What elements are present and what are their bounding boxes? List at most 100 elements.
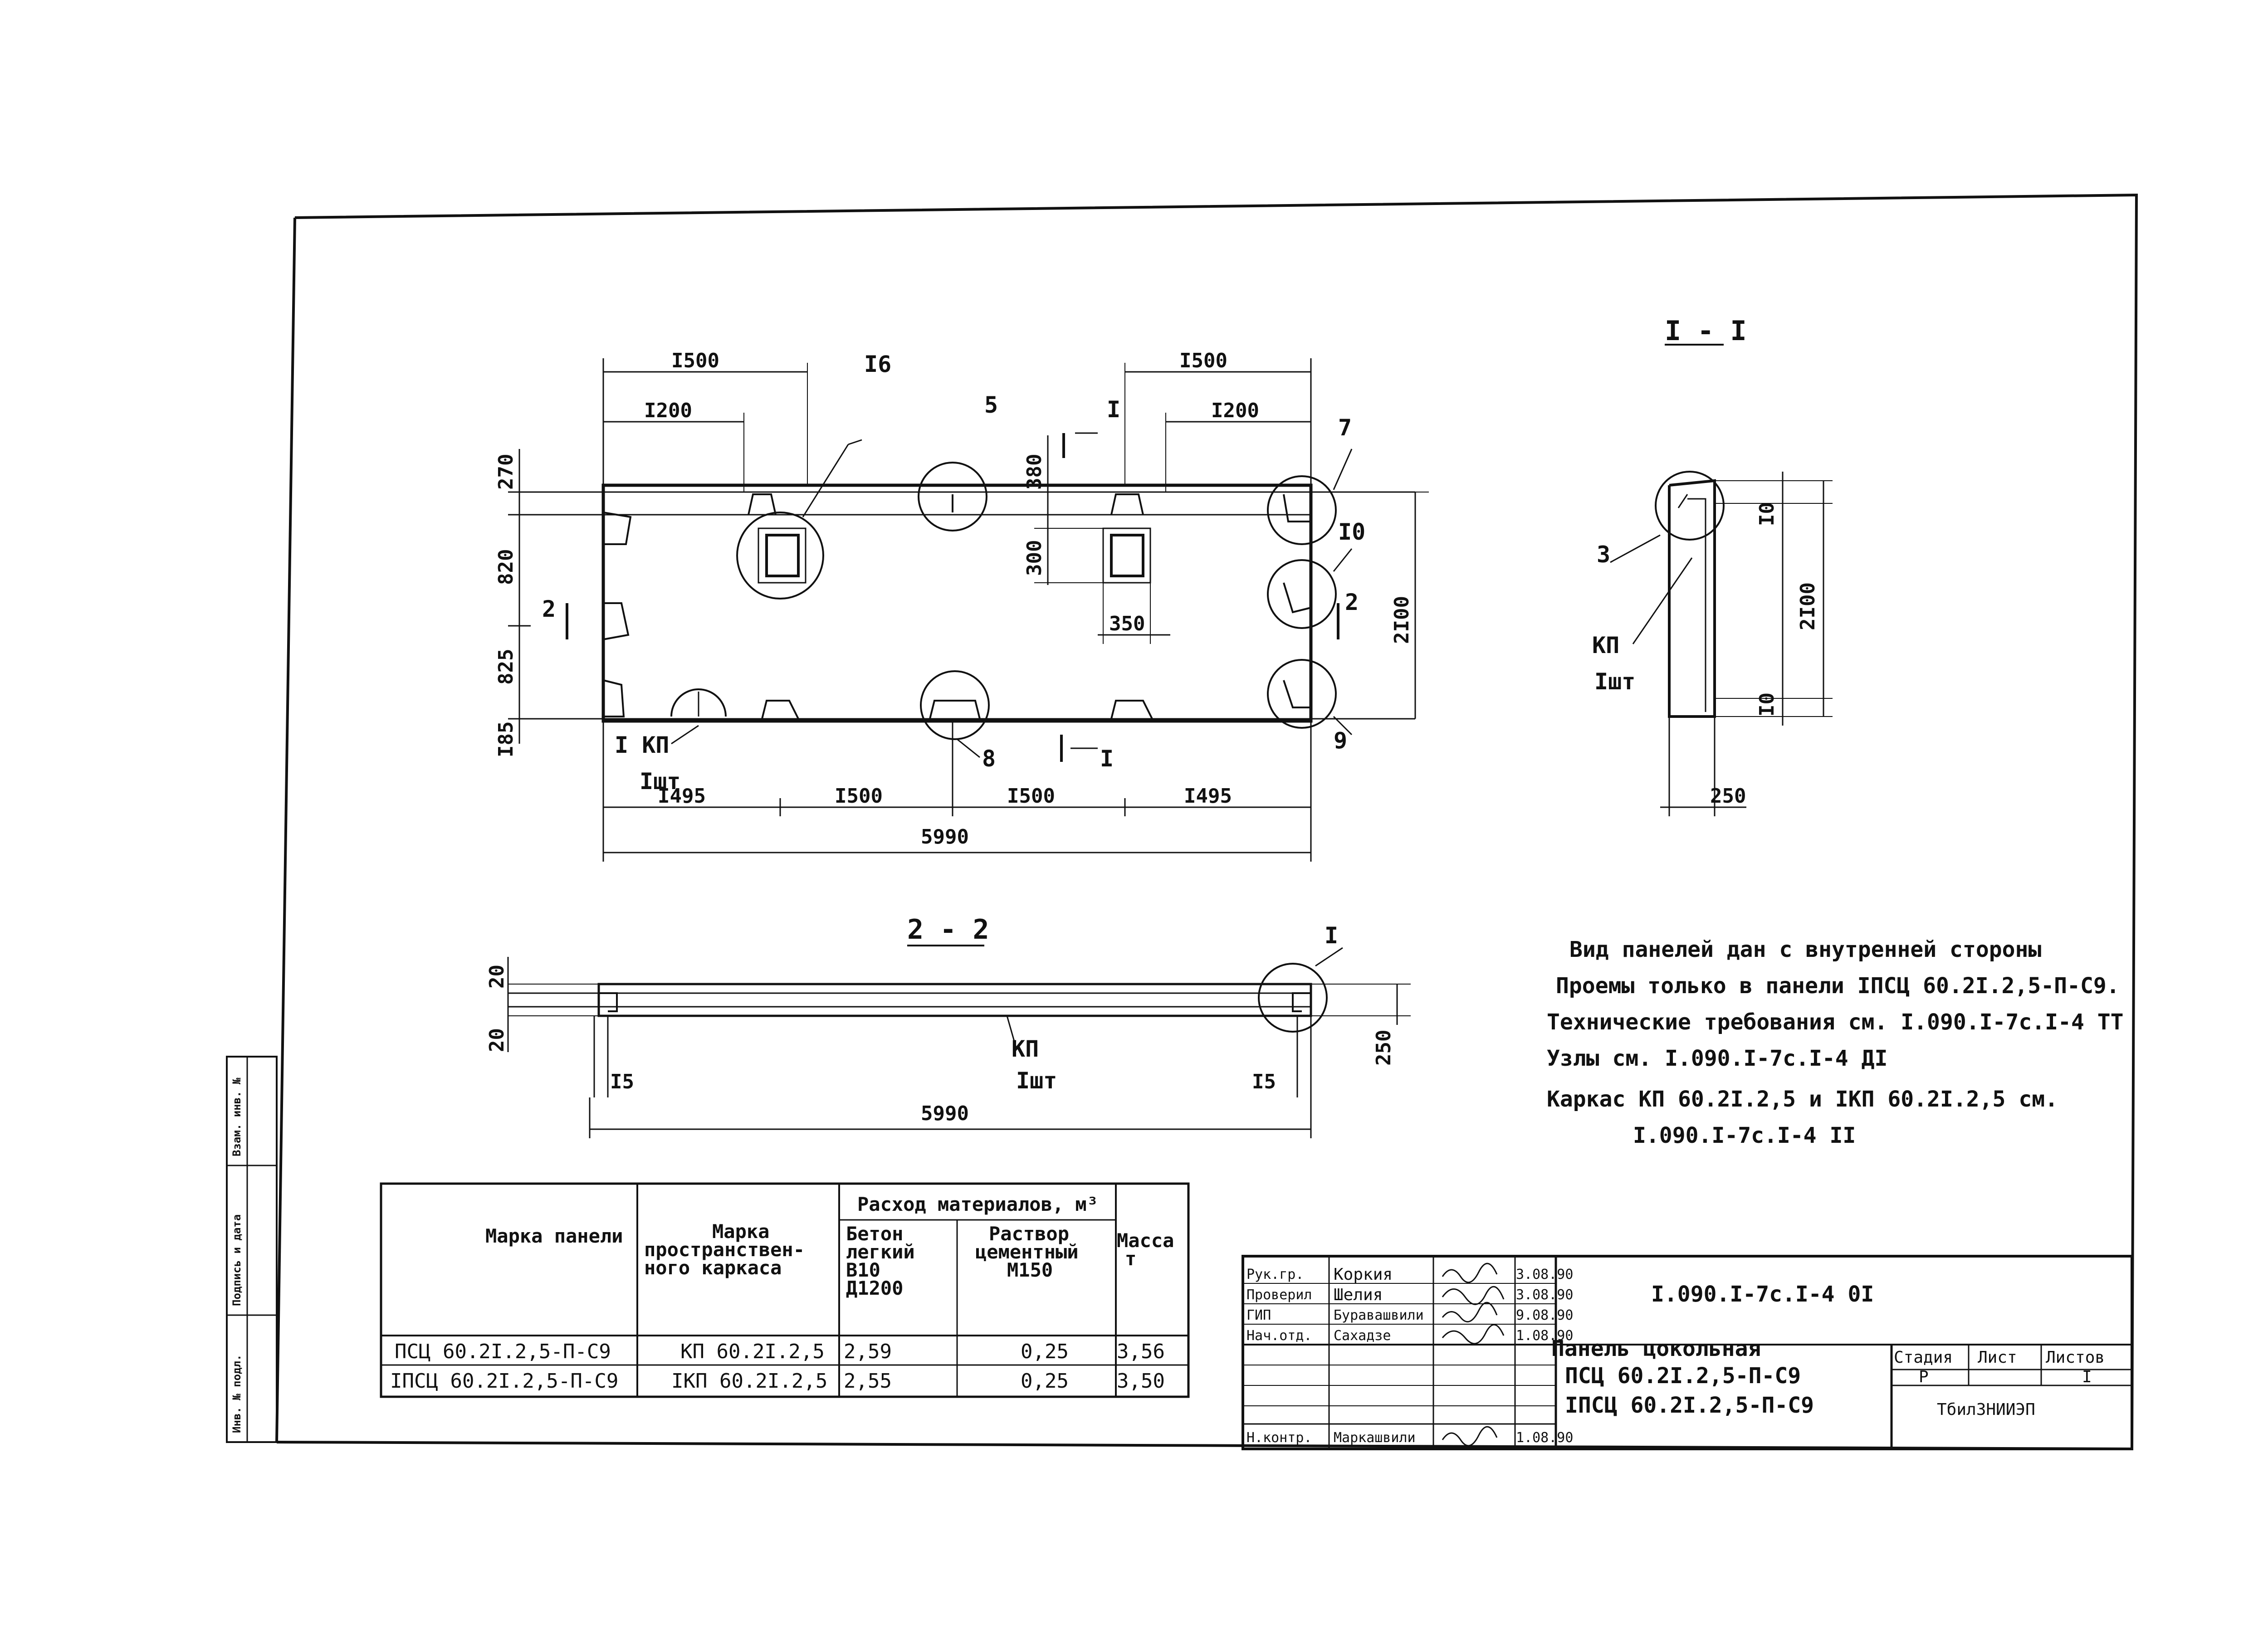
plan-view	[508, 358, 1429, 862]
signature-1	[1442, 1263, 1498, 1283]
section-2-2-kp: КП	[1012, 1036, 1039, 1062]
role-2: Проверил	[1246, 1287, 1312, 1303]
th-mass-1: Масса	[1117, 1229, 1174, 1252]
stage-value: Р	[1919, 1368, 1929, 1386]
drawing-code: I.090.I-7с.I-4 0I	[1651, 1282, 1874, 1307]
materials-table-text: Марка панели Марка пространствен- ного к…	[390, 1193, 1174, 1393]
date-4: 1.08.90	[1516, 1328, 1573, 1344]
dim-350: 350	[1109, 612, 1145, 635]
sheets-value: I	[2082, 1368, 2092, 1386]
table-row-1-mortar: 0,25	[1021, 1340, 1069, 1363]
stage-label: Стадия	[1894, 1348, 1953, 1367]
section-1-1	[1610, 344, 1833, 816]
role-7: Н.контр.	[1246, 1430, 1312, 1446]
frame-mark-plan: I КП	[615, 732, 669, 758]
table-row-1-concrete: 2,59	[844, 1340, 892, 1363]
section-1-1-d2100: 2I00	[1796, 582, 1819, 630]
dim-1500-left: I500	[671, 349, 719, 372]
note-6: I.090.I-7с.I-4 II	[1633, 1123, 1856, 1148]
plan-dimensions: I500 I200 I500 I200 270 820 825 I85 380 …	[494, 349, 1413, 848]
th-concrete-3: В10	[846, 1259, 880, 1281]
section-2-2-d250: 250	[1372, 1030, 1395, 1066]
cut-1-top: I	[1107, 396, 1120, 423]
th-frame-mark-2: пространствен-	[644, 1238, 805, 1261]
date-7: 1.08.90	[1516, 1430, 1573, 1446]
frame-sub-plan: Iшт	[640, 768, 680, 795]
section-2-2-sub: Iшт	[1016, 1068, 1057, 1094]
organization: ТбилЗНИИЭП	[1937, 1400, 2035, 1419]
sheet-label: Лист	[1978, 1348, 2017, 1367]
title-block-text: Рук.гр. Проверил ГИП Нач.отд. Н.контр. К…	[1246, 1263, 2105, 1447]
signature-3	[1442, 1302, 1498, 1322]
section-2-2-d5990: 5990	[921, 1102, 969, 1125]
th-mortar-3: М150	[1007, 1259, 1053, 1281]
side-stamp-sign: Подпись и дата	[230, 1214, 243, 1306]
section-2-2-d15-right: I5	[1252, 1070, 1276, 1093]
section-2-2-d20-top: 20	[485, 965, 508, 989]
th-mortar-1: Раствор	[989, 1223, 1069, 1245]
callout-16: I6	[864, 351, 891, 377]
notes: Вид панелей дан с внутренней стороны Про…	[1547, 937, 2124, 1148]
callout-5: 5	[984, 392, 998, 418]
table-row-2-frame: IКП 60.2I.2,5	[671, 1370, 827, 1393]
th-mortar-2: цементный	[975, 1241, 1079, 1263]
th-materials: Расход материалов, м³	[857, 1193, 1098, 1215]
section-1-1-sub: Iшт	[1594, 668, 1635, 695]
dim-1500-right: I500	[1179, 349, 1227, 372]
signature-2	[1442, 1286, 1505, 1305]
dim-2100-plan: 2I00	[1390, 596, 1413, 644]
callout-8: 8	[982, 746, 996, 772]
signature-4	[1442, 1324, 1505, 1345]
name-2: Шелия	[1334, 1286, 1383, 1304]
role-3: ГИП	[1246, 1307, 1271, 1323]
materials-table	[380, 1182, 1190, 1398]
note-4: Узлы см. I.090.I-7с.I-4 ДI	[1547, 1046, 1887, 1071]
section-2-2-labels: 2 - 2 I 20 20 250 I5 I5 КП Iшт 5990	[485, 914, 1395, 1125]
th-frame-mark-3: ного каркаса	[644, 1257, 782, 1279]
side-stamp-repl: Взам. инв. №	[230, 1077, 243, 1156]
cut-1-bottom: I	[1100, 746, 1114, 772]
th-concrete-1: Бетон	[846, 1223, 903, 1245]
section-1-1-callout-3: 3	[1597, 541, 1610, 568]
callout-10: I0	[1338, 519, 1365, 545]
cut-2-left: 2	[542, 596, 556, 622]
th-concrete-4: Д1200	[846, 1277, 903, 1299]
callout-7: 7	[1338, 414, 1352, 441]
table-row-1-panel: ПСЦ 60.2I.2,5-П-С9	[395, 1340, 611, 1363]
table-row-1-frame: КП 60.2I.2,5	[680, 1340, 825, 1363]
product-name-2: ПСЦ 60.2I.2,5-П-С9	[1565, 1363, 1801, 1389]
dim-300: 300	[1023, 540, 1046, 576]
table-row-2-concrete: 2,55	[844, 1370, 892, 1393]
note-1: Вид панелей дан с внутренней стороны	[1569, 937, 2041, 962]
product-name-1: Панель цокольная	[1551, 1336, 1761, 1361]
dim-1200-left: I200	[644, 399, 692, 422]
dim-1200-right: I200	[1211, 399, 1259, 422]
role-1: Рук.гр.	[1246, 1267, 1304, 1282]
signature-7	[1442, 1426, 1498, 1447]
section-2-2-d15-left: I5	[610, 1070, 634, 1093]
product-name-3: IПСЦ 60.2I.2,5-П-С9	[1565, 1393, 1814, 1418]
section-2-2	[507, 945, 1411, 1138]
section-2-2-d20-bottom: 20	[485, 1028, 508, 1052]
dim-825: 825	[494, 649, 518, 685]
dim-1500-a: I500	[835, 785, 883, 808]
dim-185: I85	[494, 722, 518, 757]
name-7: Маркашвили	[1334, 1430, 1416, 1446]
name-4: Сахадзе	[1334, 1328, 1391, 1344]
table-row-2-mortar: 0,25	[1021, 1370, 1069, 1393]
dim-820: 820	[494, 549, 518, 585]
cut-2-right: 2	[1345, 589, 1359, 615]
date-2: 3.08.90	[1516, 1287, 1573, 1303]
side-stamp: Инв. № подл. Подпись и дата Взам. инв. №	[230, 1077, 243, 1433]
dim-5990-plan: 5990	[921, 825, 969, 848]
th-mass-2: т	[1125, 1248, 1136, 1270]
section-1-1-d250: 250	[1710, 785, 1746, 808]
dim-1495-right: I495	[1184, 785, 1232, 808]
date-3: 9.08.90	[1516, 1307, 1573, 1323]
plan-callouts: I6 5 7 I0 9 8 I I 2 2 I КП Iшт	[542, 351, 1365, 795]
sheets-label: Листов	[2046, 1348, 2105, 1367]
section-2-2-title: 2 - 2	[907, 914, 989, 946]
section-1-1-d10-bottom: I0	[1755, 692, 1779, 717]
th-frame-mark-1: Марка	[712, 1220, 769, 1243]
